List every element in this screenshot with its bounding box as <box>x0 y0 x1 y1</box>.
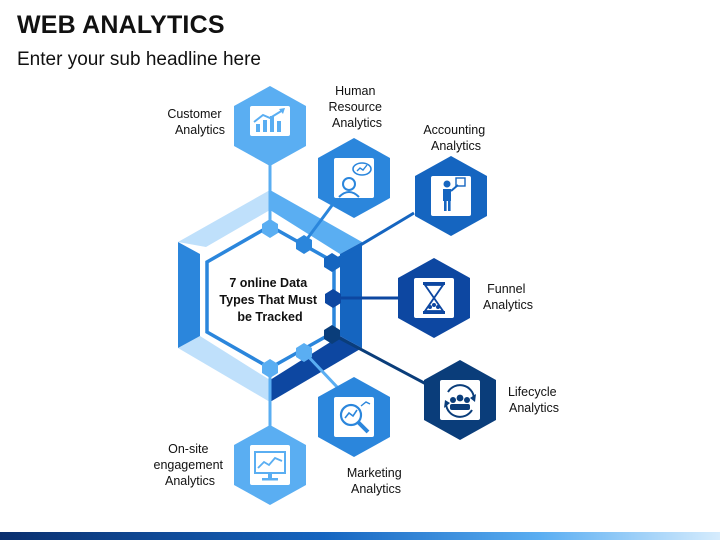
page-subtitle: Enter your sub headline here <box>17 49 261 70</box>
node-human-resource <box>296 235 312 254</box>
center-line-2: Types That Must <box>219 293 318 307</box>
person-insight-icon <box>334 158 374 198</box>
node-lifecycle <box>324 325 340 344</box>
frame-segment-right <box>340 242 362 348</box>
lifecycle-label: Lifecycle Analytics <box>508 385 560 415</box>
frame-segment-top <box>178 190 270 247</box>
monitor-chart-icon <box>250 445 290 485</box>
item-lifecycle-analytics: Lifecycle Analytics <box>424 360 560 440</box>
node-customer <box>262 219 278 238</box>
magnifier-chart-icon <box>334 397 374 437</box>
center-line-1: 7 online Data <box>229 276 308 290</box>
node-accounting <box>324 253 340 272</box>
item-customer-analytics: Customer Analytics <box>167 86 306 166</box>
team-cycle-icon <box>440 380 480 420</box>
funnel-label: Funnel Analytics <box>483 282 533 312</box>
hourglass-icon <box>414 278 454 318</box>
onsite-label: On-site engagement Analytics <box>154 442 227 488</box>
item-marketing-analytics: Marketing Analytics <box>318 377 405 496</box>
node-marketing <box>296 343 312 362</box>
connector-lines <box>268 163 429 431</box>
item-accounting-analytics: Accounting Analytics <box>415 123 488 236</box>
connector-lifecycle <box>331 332 429 387</box>
accounting-label: Accounting Analytics <box>423 123 488 153</box>
marketing-label: Marketing Analytics <box>347 466 405 496</box>
frame-inner-line-left <box>205 224 271 370</box>
frame-segment-top-right <box>270 190 362 254</box>
growth-chart-icon <box>250 106 290 136</box>
center-line-3: be Tracked <box>237 310 302 324</box>
frame-segment-left <box>178 242 200 348</box>
center-text: 7 online Data Types That Must be Tracked <box>219 276 320 324</box>
frame-segment-bottom-right <box>270 336 362 402</box>
footer-gradient-bar <box>0 532 720 540</box>
node-onsite <box>262 359 278 378</box>
presenter-icon <box>431 176 471 216</box>
item-funnel-analytics: Funnel Analytics <box>398 258 533 338</box>
item-onsite-engagement-analytics: On-site engagement Analytics <box>154 425 306 505</box>
node-funnel <box>325 289 341 308</box>
page-title: WEB ANALYTICS <box>17 11 225 39</box>
human-resource-label: Human Resource Analytics <box>329 84 386 130</box>
connector-nodes <box>262 219 341 378</box>
connector-human-resource <box>302 199 338 244</box>
connector-accounting <box>331 211 415 264</box>
item-human-resource-analytics: Human Resource Analytics <box>318 84 390 218</box>
customer-label: Customer Analytics <box>167 107 225 137</box>
frame-segment-bottom <box>178 336 270 402</box>
